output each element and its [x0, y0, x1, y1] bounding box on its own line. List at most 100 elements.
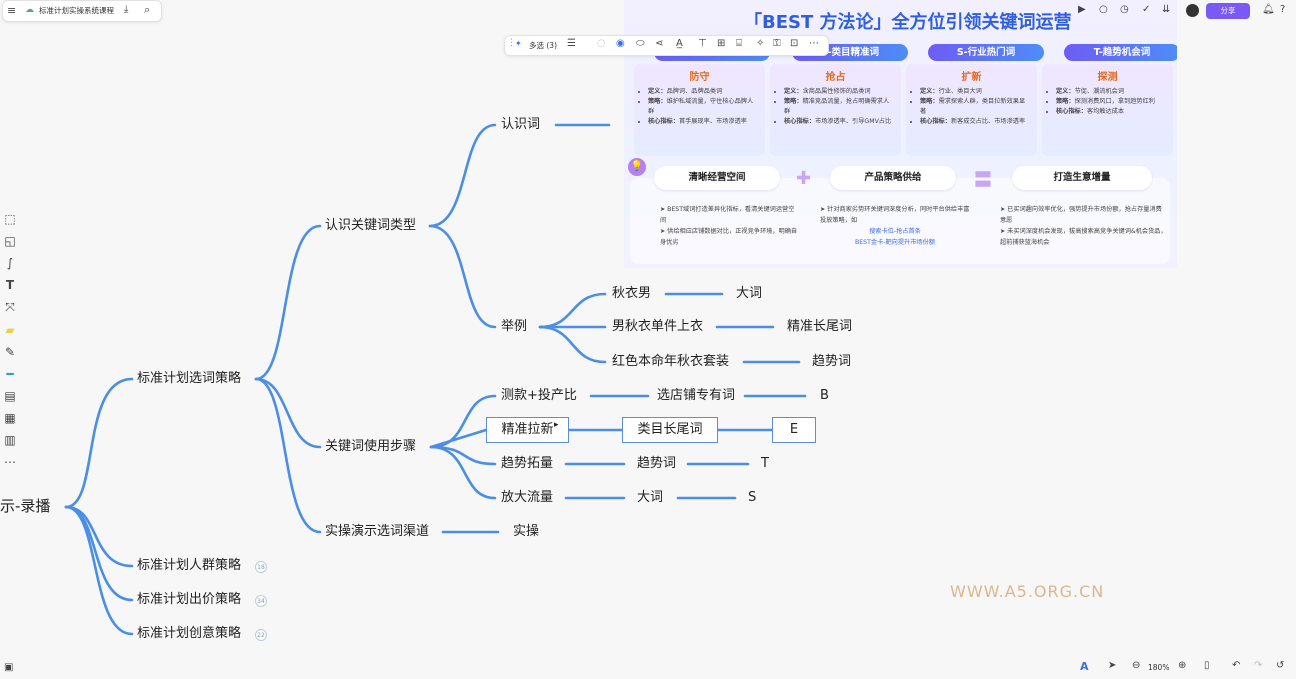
brush-icon[interactable]: ✎ — [4, 344, 16, 359]
history-icon[interactable]: ↺ — [1276, 660, 1285, 671]
node-step[interactable]: 趋势拓量 — [501, 456, 554, 471]
template-icon[interactable]: ▥ — [4, 432, 16, 447]
present-icon[interactable]: ⊡ — [790, 38, 799, 49]
slide-title: 「BEST 方法论」全方位引领关键词运营 — [744, 12, 1072, 33]
ai-icon[interactable]: ✧ — [756, 38, 765, 49]
node-step-code[interactable]: B — [820, 388, 829, 403]
align-icon[interactable]: ☰ — [567, 38, 576, 49]
pill-product: 产品策略供给 — [830, 166, 956, 190]
pill-growth: 打造生意增量 — [1012, 166, 1152, 190]
download-icon[interactable]: ⤓ — [124, 4, 129, 15]
node-example-type[interactable]: 趋势词 — [812, 354, 852, 369]
node-bid-strategy[interactable]: 标准计划出价策略 — [137, 592, 242, 607]
text-icon[interactable]: T — [5, 278, 15, 292]
node-step-selected[interactable]: 精准拉新 — [486, 417, 569, 443]
search-icon[interactable]: ⌕ — [144, 3, 151, 16]
select-pointer-icon[interactable]: ➤ — [1108, 660, 1117, 671]
collapsed-count-badge[interactable]: 22 — [255, 629, 267, 641]
undo-icon[interactable]: ↶ — [1232, 660, 1241, 671]
node-practice[interactable]: 实操 — [513, 524, 540, 539]
node-example-type[interactable]: 大词 — [736, 286, 763, 301]
avatar[interactable] — [1186, 4, 1199, 17]
col-head-t: T-趋势机会词 — [1064, 44, 1177, 61]
shape-outline-icon[interactable]: ⬭ — [636, 38, 645, 49]
node-step-kind[interactable]: 选店铺专有词 — [657, 388, 736, 403]
doc-icon[interactable]: ▤ — [4, 388, 16, 403]
node-examples[interactable]: 举例 — [501, 319, 528, 334]
doc-title: 标准计划实操系统课程 — [39, 6, 114, 15]
slide-image: 「BEST 方法论」全方位引领关键词运营 B-品牌专有词 E-类目精准词 S-行… — [624, 0, 1177, 268]
bottom-mid-text: ➤ 针对商家劣势环关键词深度分析，同时平台供给丰富投放策略，如 搜索卡位-抢占首… — [820, 206, 970, 246]
collapsed-count-badge[interactable]: 18 — [255, 561, 267, 573]
zoom-level[interactable]: 180% — [1148, 663, 1170, 672]
insert-text-icon[interactable]: ⊤ — [698, 38, 707, 49]
branch-icon[interactable]: ⋖ — [655, 38, 664, 49]
node-step-kind[interactable]: 趋势词 — [637, 456, 677, 471]
menu-icon[interactable]: ≡ — [7, 4, 17, 17]
node-creative-strategy[interactable]: 标准计划创意策略 — [137, 626, 242, 641]
pin-icon[interactable]: ✦ — [515, 39, 522, 48]
root-node[interactable]: 示-录播 — [0, 497, 51, 515]
bottom-toolbar: A ➤ ⊖ 180% ⊕ ▯ ↶ ↷ ↺ — [1074, 658, 1294, 678]
redo-icon[interactable]: ↷ — [1254, 660, 1263, 671]
node-select-strategy[interactable]: 标准计划选词策略 — [137, 371, 242, 386]
help-icon[interactable]: ? — [1280, 4, 1286, 15]
drag-handle-icon[interactable]: ⋮ — [507, 38, 516, 48]
vote-icon[interactable]: ✓ — [1142, 4, 1151, 15]
format-toolbar: ⋮ ✦ 多选 (3) ☰ ◌ ◉ ⬭ ⋖ A̲ ⊤ ⊞ ⌸ ✧ ⚿ ⊡ ⋯ — [504, 35, 829, 56]
zoom-in-icon[interactable]: ⊕ — [1178, 660, 1187, 671]
connector-icon[interactable]: ⤧ — [5, 300, 15, 314]
play-icon[interactable]: ▶ — [1078, 4, 1086, 15]
node-know-words[interactable]: 认识词 — [501, 117, 541, 132]
node-step-code-selected[interactable]: E — [772, 417, 816, 443]
node-keyword-types[interactable]: 认识关键词类型 — [325, 218, 417, 233]
timer-icon[interactable]: ◷ — [1120, 4, 1129, 15]
node-step[interactable]: 测款+投产比 — [501, 388, 577, 403]
node-example-word[interactable]: 红色本命年秋衣套装 — [612, 354, 730, 369]
lock-icon[interactable]: ⚿ — [773, 38, 781, 49]
node-practice-channels[interactable]: 实操演示选词渠道 — [325, 524, 430, 539]
doc-tab[interactable]: ≡ ☁ 标准计划实操系统课程 ⤓ ⌕ — [2, 0, 162, 22]
bell-icon[interactable]: 🔔︎ — [1262, 4, 1275, 15]
sticky-note-icon[interactable]: ▰ — [5, 322, 15, 337]
cursor-icon: ▸ — [554, 420, 559, 430]
layout-icon[interactable]: ⌸ — [736, 38, 742, 49]
palette-icon[interactable]: ◌ — [597, 38, 606, 49]
cloud-icon: ☁ — [25, 5, 34, 15]
pen-icon[interactable]: ∫ — [6, 256, 14, 270]
add-node-icon[interactable]: ⊞ — [717, 38, 726, 49]
collapsed-count-badge[interactable]: 34 — [255, 595, 267, 607]
left-toolbar: ⬚ ◱ ∫ T ⤧ ▰ ✎ ━ ▤ ▦ ▥ ⋯ — [0, 208, 20, 473]
node-example-word[interactable]: 男秋衣单件上衣 — [612, 319, 704, 334]
share-button[interactable]: 分享 — [1206, 3, 1250, 19]
multi-select-label[interactable]: 多选 (3) — [529, 41, 558, 50]
shape-icon[interactable]: ◱ — [4, 234, 16, 248]
collapse-icon[interactable]: ⇊ — [1162, 4, 1171, 15]
text-style-icon[interactable]: A̲ — [676, 38, 683, 49]
line-icon[interactable]: ━ — [6, 366, 14, 381]
card-role: 抢占 — [825, 72, 846, 83]
ai-assistant-icon[interactable]: A — [1080, 660, 1089, 673]
minimap-icon[interactable]: ▣ — [4, 662, 14, 673]
node-crowd-strategy[interactable]: 标准计划人群策略 — [137, 558, 242, 573]
watermark: WWW.A5.ORG.CN — [950, 582, 1105, 601]
frame-icon[interactable]: ⬚ — [4, 212, 16, 226]
table-icon[interactable]: ▦ — [4, 410, 16, 425]
fill-circle-icon[interactable]: ◉ — [616, 38, 625, 49]
more-options-icon[interactable]: ⋯ — [809, 38, 819, 49]
node-step-code[interactable]: S — [748, 490, 757, 505]
more-icon[interactable]: ⋯ — [4, 454, 16, 469]
bottom-left-text: ➤ BEST域词打造差异化指标，看清关键词运营空间 ➤ 供给相应店铺数据对比，正… — [660, 206, 798, 246]
node-example-type[interactable]: 精准长尾词 — [787, 319, 853, 334]
zoom-out-icon[interactable]: ⊖ — [1132, 660, 1141, 671]
node-step-code[interactable]: T — [761, 456, 769, 471]
book-icon[interactable]: ▯ — [1204, 660, 1210, 671]
node-keyword-steps[interactable]: 关键词使用步骤 — [325, 439, 417, 454]
node-step[interactable]: 放大流量 — [501, 490, 554, 505]
node-example-word[interactable]: 秋衣男 — [612, 286, 652, 301]
node-step-kind[interactable]: 大词 — [637, 490, 664, 505]
comment-icon[interactable]: ○ — [1099, 4, 1108, 15]
card-role: 探测 — [1097, 72, 1118, 83]
node-step-kind-selected[interactable]: 类目长尾词 — [622, 417, 718, 443]
